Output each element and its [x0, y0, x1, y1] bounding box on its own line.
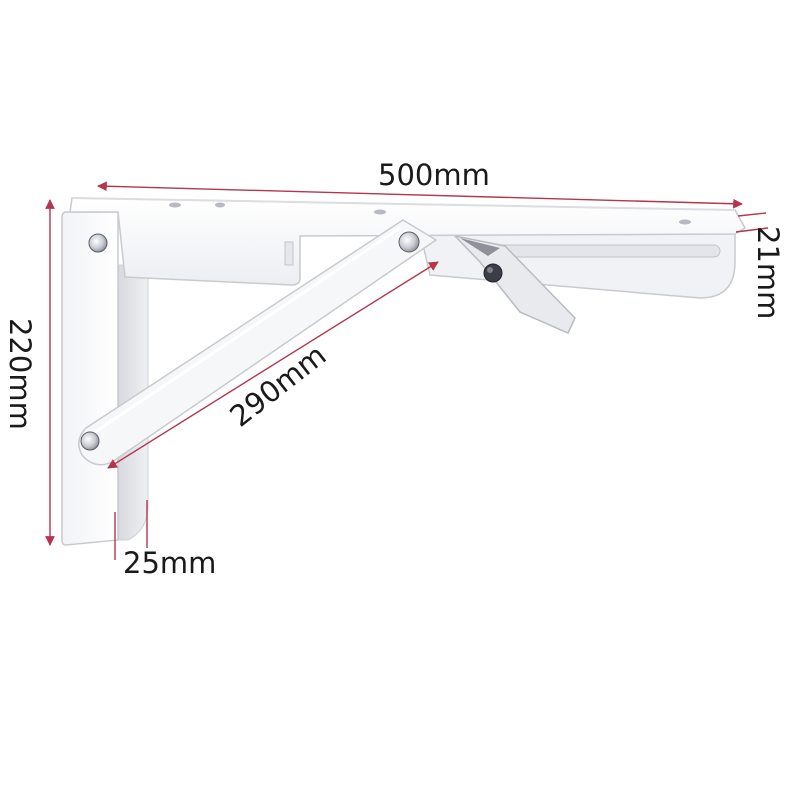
thickness-dimension-line — [737, 212, 767, 217]
release-lever — [452, 234, 576, 334]
mount-hole — [169, 202, 181, 208]
rivet-highlight — [487, 267, 493, 273]
height-label: 220mm — [3, 318, 37, 430]
dimension-lines — [45, 181, 769, 560]
rivet — [483, 263, 503, 283]
rivet — [80, 431, 100, 451]
length-label: 500mm — [378, 158, 490, 192]
thickness-dimension-line — [735, 227, 769, 233]
thickness-label: 21mm — [751, 226, 785, 319]
channel-slot — [494, 244, 721, 258]
brace-dimension-line — [107, 261, 439, 469]
width-label: 25mm — [123, 546, 216, 580]
arm-notch — [284, 241, 294, 266]
rivet — [398, 231, 420, 253]
mount-hole — [374, 209, 386, 215]
length-dimension-line — [97, 181, 743, 209]
mount-hole — [679, 219, 691, 225]
bracket — [61, 197, 747, 546]
lever-shadow — [460, 238, 500, 256]
rivet — [88, 233, 108, 253]
mount-hole — [215, 202, 225, 208]
vertical-post — [61, 211, 119, 546]
